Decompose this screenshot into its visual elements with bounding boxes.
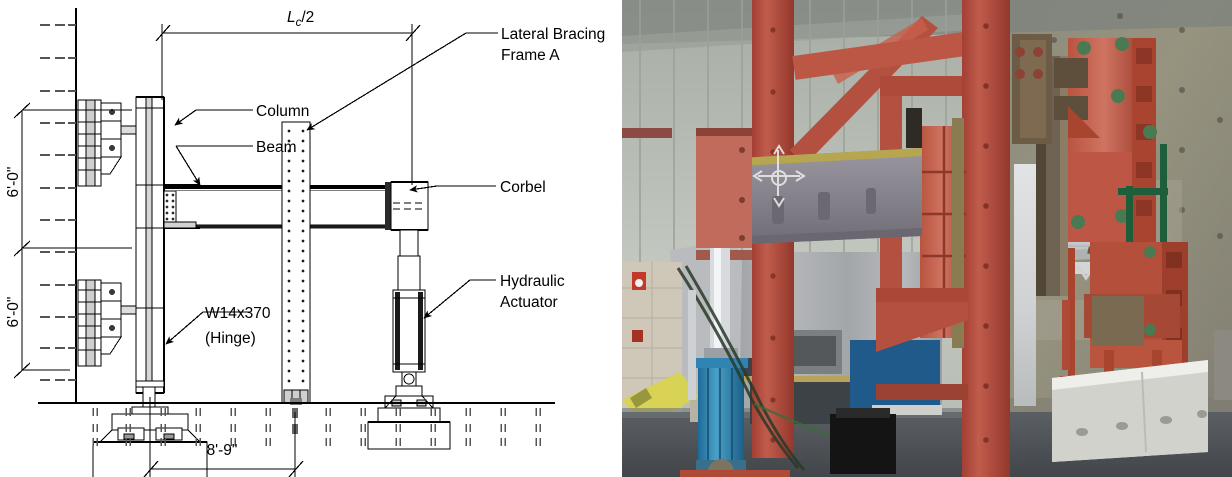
label-hydraulic: Hydraulic	[500, 273, 565, 290]
label-column: Column	[256, 103, 309, 120]
dimension-span-label: Lc/2	[287, 9, 314, 29]
laboratory-photograph-panel	[622, 0, 1232, 477]
strong-floor	[38, 402, 555, 446]
label-hinge-section: W14x370	[205, 305, 271, 322]
elevation-drawing-svg: Lc/2 6'-0" 6'-0" 8'-9" Lateral Bracing F…	[5, 8, 606, 477]
dimension-base-width	[143, 397, 304, 477]
label-hydraulic-2: Actuator	[500, 294, 558, 311]
laboratory-photograph-svg	[622, 0, 1232, 477]
strong-wall	[40, 8, 78, 403]
label-beam: Beam	[256, 139, 297, 156]
label-corbel: Corbel	[500, 179, 546, 196]
leader-lines	[165, 32, 498, 345]
hydraulic-actuator	[377, 229, 441, 423]
label-lateral-bracing-frame-2: Frame A	[501, 47, 560, 64]
dimension-upper-height-label: 6'-0"	[5, 167, 22, 198]
dimension-lower-height-label: 6'-0"	[5, 297, 22, 328]
test-column	[135, 96, 165, 394]
corbel	[385, 181, 429, 231]
actuator-pedestal	[367, 421, 451, 450]
elevation-drawing-panel: Lc/2 6'-0" 6'-0" 8'-9" Lateral Bracing F…	[5, 8, 606, 477]
lateral-bracing-frame-a	[281, 121, 311, 405]
dimension-upper-height	[13, 102, 132, 257]
test-beam	[163, 183, 396, 230]
label-lateral-bracing-frame: Lateral Bracing	[501, 26, 605, 43]
label-hinge-note: (Hinge)	[205, 330, 256, 347]
dimension-lower-height	[13, 248, 70, 379]
dimension-base-width-label: 8'-9"	[207, 442, 238, 459]
lower-wall-bracket	[77, 279, 146, 367]
dimension-span	[155, 24, 421, 185]
